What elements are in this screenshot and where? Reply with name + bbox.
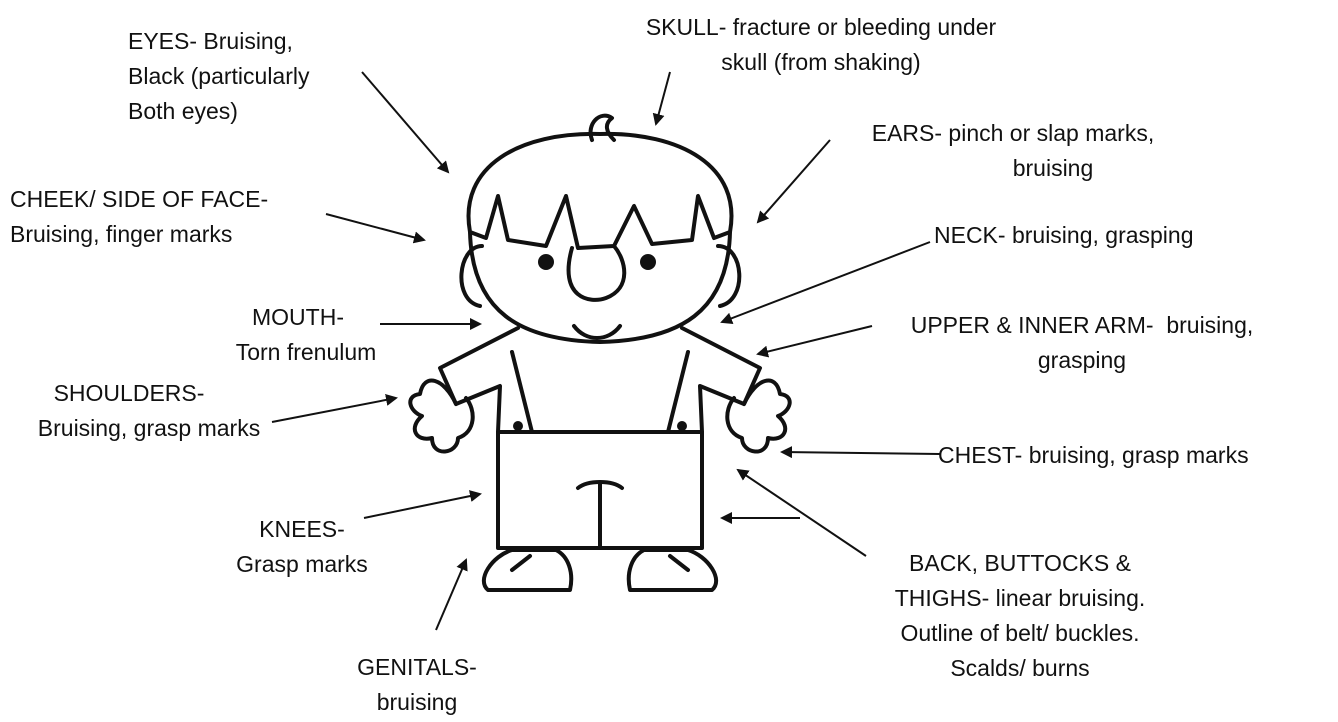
arrow-back-a: [738, 470, 866, 556]
left-strap: [512, 352, 532, 432]
hair: [469, 134, 732, 248]
arrow-ears: [758, 140, 830, 222]
label-cheek: CHEEK/ SIDE OF FACE- Bruising, finger ma…: [10, 182, 268, 252]
arrow-upper-arm: [758, 326, 872, 354]
label-knees: KNEES- Grasp marks: [206, 512, 398, 582]
label-upper-arm-line2: grasping: [872, 343, 1292, 378]
right-strap: [668, 352, 688, 432]
right-eye: [640, 254, 656, 270]
label-neck-line1: NECK- bruising, grasping: [934, 218, 1194, 253]
label-back-line2: THIGHS- linear bruising.: [856, 581, 1184, 616]
label-ears: EARS- pinch or slap marks, bruising: [836, 116, 1190, 186]
label-back-line3: Outline of belt/ buckles.: [856, 616, 1184, 651]
label-shoulders-line1: SHOULDERS-: [4, 376, 294, 411]
nose: [569, 246, 625, 300]
hair-tuft: [591, 116, 614, 140]
arrow-chest: [782, 452, 940, 454]
label-cheek-line1: CHEEK/ SIDE OF FACE-: [10, 182, 268, 217]
right-button: [677, 421, 687, 431]
label-genitals-line1: GENITALS-: [340, 650, 494, 685]
label-neck: NECK- bruising, grasping: [934, 218, 1194, 253]
label-knees-line2: Grasp marks: [206, 547, 398, 582]
label-chest: CHEST- bruising, grasp marks: [938, 438, 1249, 473]
label-genitals-line2: bruising: [340, 685, 494, 720]
label-skull-line1: SKULL- fracture or bleeding under: [596, 10, 1046, 45]
right-hand: [727, 381, 789, 452]
smile: [574, 326, 620, 338]
arrow-eyes: [362, 72, 448, 172]
left-hand: [410, 381, 472, 452]
label-chest-line1: CHEST- bruising, grasp marks: [938, 438, 1249, 473]
arrow-genitals: [436, 560, 466, 630]
left-eye: [538, 254, 554, 270]
label-eyes-line2: Black (particularly: [128, 59, 310, 94]
label-shoulders-line2: Bruising, grasp marks: [4, 411, 294, 446]
label-back: BACK, BUTTOCKS & THIGHS- linear bruising…: [856, 546, 1184, 686]
label-upper-arm-line1: UPPER & INNER ARM- bruising,: [872, 308, 1292, 343]
label-skull-line2: skull (from shaking): [596, 45, 1046, 80]
label-skull: SKULL- fracture or bleeding under skull …: [596, 10, 1046, 80]
label-mouth-line1: MOUTH-: [206, 300, 406, 335]
label-ears-line2: bruising: [836, 151, 1190, 186]
label-mouth: MOUTH- Torn frenulum: [206, 300, 406, 370]
label-eyes: EYES- Bruising, Black (particularly Both…: [128, 24, 310, 129]
label-back-line1: BACK, BUTTOCKS &: [856, 546, 1184, 581]
label-upper-arm: UPPER & INNER ARM- bruising, grasping: [872, 308, 1292, 378]
label-eyes-line3: Both eyes): [128, 94, 310, 129]
label-ears-line1: EARS- pinch or slap marks,: [836, 116, 1190, 151]
label-back-line4: Scalds/ burns: [856, 651, 1184, 686]
label-cheek-line2: Bruising, finger marks: [10, 217, 268, 252]
label-eyes-line1: EYES- Bruising,: [128, 24, 310, 59]
label-mouth-line2: Torn frenulum: [206, 335, 406, 370]
label-shoulders: SHOULDERS- Bruising, grasp marks: [4, 376, 294, 446]
label-genitals: GENITALS- bruising: [340, 650, 494, 720]
label-knees-line1: KNEES-: [206, 512, 398, 547]
arrow-cheek: [326, 214, 424, 240]
left-button: [513, 421, 523, 431]
